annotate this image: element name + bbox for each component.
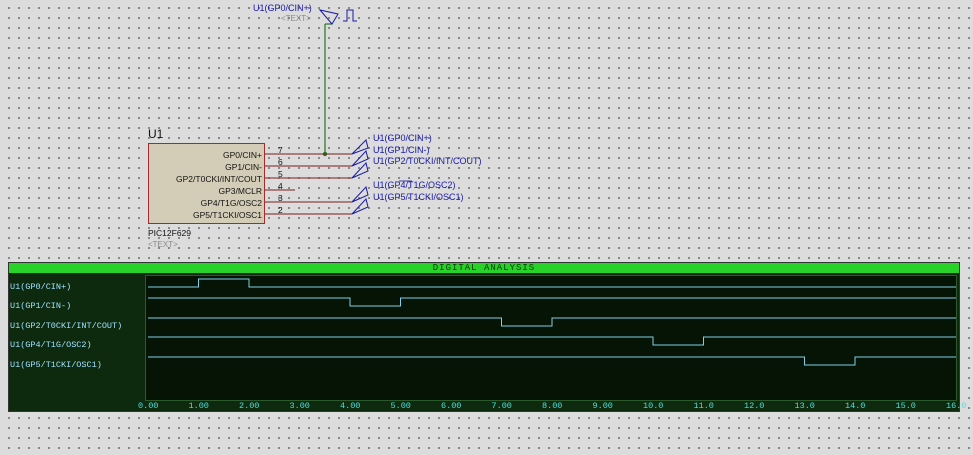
probe-label-gp1[interactable]: U1(GP1/CIN-) [373, 145, 430, 155]
x-tick-label: 5.00 [390, 401, 411, 411]
trace-wave-2 [148, 317, 956, 327]
pin-name-gp0: GP0/CIN+ [223, 150, 262, 160]
pin-name-gp3: GP3/MCLR [218, 186, 262, 196]
waveform-plot-area[interactable] [145, 275, 957, 401]
probe-arrow-2 [351, 149, 369, 167]
pin-number-4: 4 [278, 181, 283, 191]
pulse-generator-icon [343, 9, 357, 22]
trace-wave-4 [148, 356, 956, 366]
probe-arrow-top [318, 9, 339, 25]
trace-label-gp1: U1(GP1/CIN-) [10, 301, 72, 311]
pin-name-gp1: GP1/CIN- [225, 162, 262, 172]
chip-part-name: PIC12F629 [148, 228, 191, 238]
x-tick-label: 13.0 [794, 401, 815, 411]
x-tick-label: 16.0 [946, 401, 967, 411]
x-tick-label: 9.00 [592, 401, 613, 411]
trace-wave-3 [148, 336, 956, 346]
trace-label-gp5: U1(GP5/T1CKI/OSC1) [10, 360, 102, 370]
x-tick-label: 11.0 [693, 401, 714, 411]
pin-number-6: 6 [278, 157, 283, 167]
probe-label-gp4[interactable]: U1(GP4/T1G/OSC2) [373, 180, 456, 190]
x-tick-label: 8.00 [542, 401, 563, 411]
probe-arrow-5 [351, 197, 369, 215]
x-tick-label: 1.00 [188, 401, 209, 411]
probe-arrow-1 [351, 139, 369, 155]
pin-number-3: 3 [278, 193, 283, 203]
pin-name-gp5: GP5/T1CKI/OSC1 [193, 210, 262, 220]
x-tick-label: 12.0 [744, 401, 765, 411]
chip-text-placeholder: <TEXT> [148, 240, 178, 249]
x-tick-label: 7.00 [491, 401, 512, 411]
probe-label-gp0[interactable]: U1(GP0/CIN+) [373, 133, 432, 143]
top-probe-label[interactable]: U1(GP0/CIN+) [253, 3, 312, 13]
pin-name-gp2: GP2/T0CKI/INT/COUT [176, 174, 262, 184]
pin-name-gp4: GP4/T1G/OSC2 [200, 198, 262, 208]
x-tick-label: 3.00 [289, 401, 310, 411]
probe-label-gp2[interactable]: U1(GP2/T0CKI/INT/COUT) [373, 156, 482, 166]
pic-chip-body[interactable] [148, 143, 265, 224]
panel-title: DIGITAL ANALYSIS [9, 263, 959, 273]
trace-wave-0 [148, 278, 956, 288]
probe-arrow-4 [351, 185, 369, 203]
x-tick-label: 15.0 [895, 401, 916, 411]
trace-label-gp4: U1(GP4/T1G/OSC2) [10, 340, 92, 350]
top-probe-text-placeholder: <TEXT> [281, 14, 311, 23]
x-tick-label: 4.00 [340, 401, 361, 411]
digital-analysis-panel[interactable]: DIGITAL ANALYSIS U1(GP0/CIN+) U1(GP1/CIN… [8, 262, 966, 412]
pin-number-2: 2 [278, 205, 283, 215]
probe-label-gp5[interactable]: U1(GP5/T1CKI/OSC1) [373, 192, 464, 202]
schematic-wiring [265, 9, 412, 215]
pin-number-7: 7 [278, 145, 283, 155]
waveform-svg [148, 278, 956, 366]
x-tick-label: 6.00 [441, 401, 462, 411]
x-tick-label: 2.00 [239, 401, 260, 411]
trace-wave-1 [148, 297, 956, 307]
x-tick-label: 10.0 [643, 401, 664, 411]
probe-arrow-3 [351, 161, 369, 179]
trace-label-gp0: U1(GP0/CIN+) [10, 282, 72, 292]
x-tick-label: 0.00 [138, 401, 159, 411]
pin-number-5: 5 [278, 169, 283, 179]
x-tick-label: 14.0 [845, 401, 866, 411]
chip-reference: U1 [148, 127, 164, 141]
trace-label-gp2: U1(GP2/T0CKI/INT/COUT) [10, 321, 123, 331]
time-axis: 0.00 1.00 2.00 3.00 4.00 5.00 6.00 7.00 8.00 9.00… [9, 401, 966, 411]
